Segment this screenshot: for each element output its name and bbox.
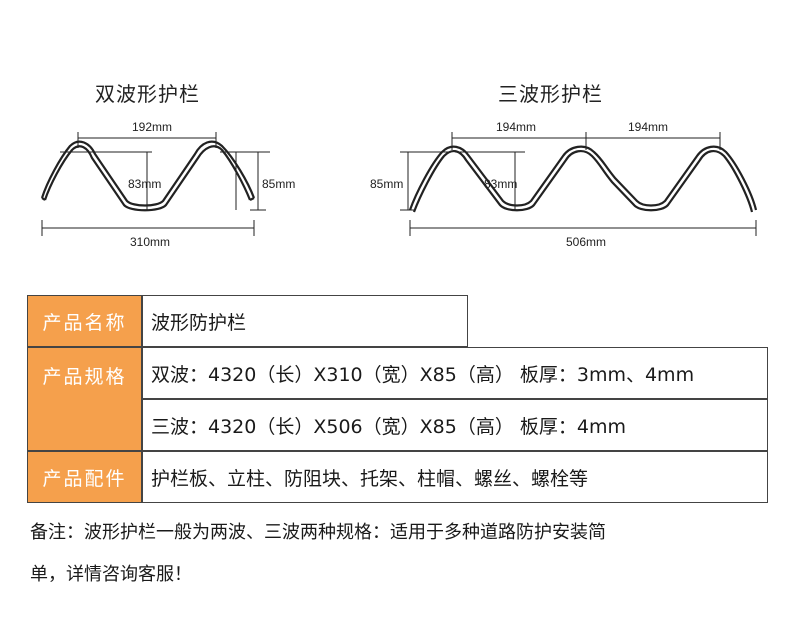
row-spec-triple-value: 三波：4320（长）X506（宽）X85（高） 板厚：4mm: [142, 399, 768, 451]
row-accessories-value: 护栏板、立柱、防阻块、托架、柱帽、螺丝、螺栓等: [142, 451, 768, 503]
row-spec-label-text: 产品规格: [42, 366, 127, 388]
triple-width-top-1-label: 194mm: [496, 120, 536, 134]
double-height-label: 85mm: [262, 177, 295, 191]
triple-total-width-label: 506mm: [566, 235, 606, 249]
remark-line-1: 备注：波形护栏一般为两波、三波两种规格：适用于多种道路防护安装简: [30, 522, 606, 543]
double-wave-title: 双波形护栏: [95, 82, 200, 106]
triple-wave-title: 三波形护栏: [498, 82, 603, 106]
triple-inner-height-label: 83mm: [484, 177, 517, 191]
remark-line-2: 单，详情咨询客服！: [30, 564, 192, 585]
double-dimension-lines: [41, 132, 270, 236]
double-total-width-label: 310mm: [130, 235, 170, 249]
row-name-value: 波形防护栏: [142, 295, 468, 347]
profile-diagrams: 双波形护栏 三波形护栏 19: [0, 0, 790, 280]
profile-drawing: 192mm 83mm 85mm 310mm 194mm 194mm 85mm 8…: [40, 120, 758, 249]
row-spec-label: 产品规格: [27, 347, 142, 451]
double-inner-height-label: 83mm: [128, 177, 161, 191]
row-name-label: 产品名称: [27, 295, 142, 347]
remark-note: 备注：波形护栏一般为两波、三波两种规格：适用于多种道路防护安装简 单，详情咨询客…: [30, 512, 770, 596]
double-width-top-label: 192mm: [132, 120, 172, 134]
triple-width-top-2-label: 194mm: [628, 120, 668, 134]
row-accessories-label: 产品配件: [27, 451, 142, 503]
triple-wave-profile: [408, 145, 758, 213]
row-spec-double-value: 双波：4320（长）X310（宽）X85（高） 板厚：3mm、4mm: [142, 347, 768, 399]
triple-dimension-lines: [400, 132, 757, 236]
triple-height-label: 85mm: [370, 177, 403, 191]
